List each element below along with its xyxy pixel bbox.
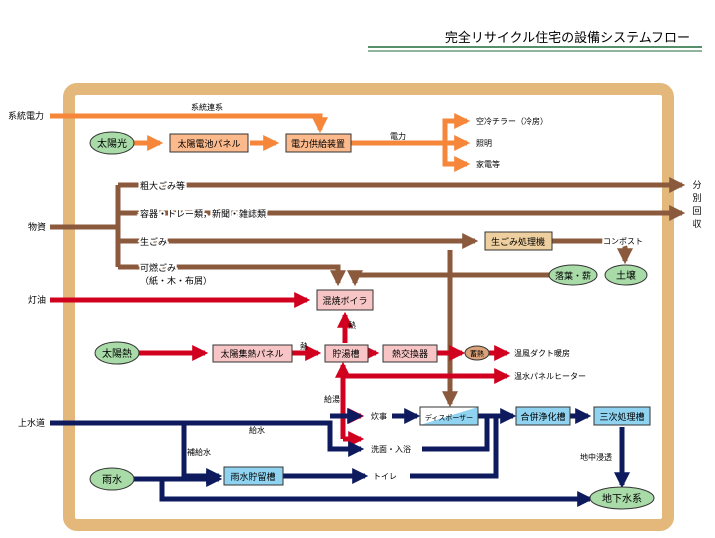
hot-tank-label: 貯湯槽 [332, 348, 359, 360]
groundwater-label: 地下水系 [602, 492, 642, 505]
compost-label: コンポスト [603, 237, 643, 246]
burnable-label: 可燃ごみ [140, 262, 176, 274]
supplementary-label: 補給水 [187, 447, 211, 457]
house-frame [63, 83, 674, 531]
bulky-label: 粗大ごみ等 [140, 180, 185, 192]
heat-label-collector: 熱 [300, 341, 308, 351]
groundwater-node [589, 486, 655, 510]
rain-label: 雨水 [102, 474, 122, 486]
heat-exchanger-label: 熱交換器 [392, 348, 428, 360]
power-supply-label: 電力供給装置 [291, 138, 345, 150]
compost-line [552, 238, 634, 265]
leaves-line [346, 270, 550, 287]
grid-power-line [50, 113, 329, 134]
infiltration-label: 地中浸透 [580, 452, 612, 462]
burnable-sub-label: （紙・木・布屑） [140, 275, 212, 287]
input-grid-power: 系統電力 [8, 110, 44, 122]
heat-storage-node [464, 345, 490, 361]
disposer-box [419, 406, 479, 426]
rain-tank-label: 雨水貯留槽 [230, 471, 275, 483]
page-title: 完全リサイクル住宅の設備システムフロー [445, 30, 690, 46]
washing-label: 洗面・入浴 [371, 444, 411, 454]
hot-supply-label: 給湯 [324, 394, 340, 404]
separate-collection-2: 別 [692, 193, 701, 204]
hot-air-label: 温風ダクト暖房 [514, 348, 570, 358]
boiler-box [316, 289, 374, 311]
tertiary-label: 三次処理槽 [599, 411, 644, 423]
water-main [50, 420, 365, 458]
burnable-line [118, 264, 347, 287]
input-materials: 物資 [28, 221, 46, 233]
pv-panel-label: 太陽電池パネル [177, 138, 240, 150]
water-feed-label: 給水 [249, 425, 265, 435]
separate-collection-4: 収 [692, 218, 701, 230]
solar-light-node [89, 131, 135, 155]
ac-branch [442, 112, 471, 143]
leaves-label: 落葉・薪 [555, 270, 591, 282]
septic-box [515, 406, 571, 426]
leaves-node [548, 264, 598, 286]
collector-label: 太陽集熱パネル [220, 348, 283, 360]
appliances-label: 家電等 [476, 159, 500, 169]
septic-label: 合併浄化槽 [520, 411, 565, 423]
appliance-branch [442, 143, 471, 173]
solar-heat-label: 太陽熱 [102, 347, 132, 360]
toilet-label: トイレ [373, 472, 397, 481]
toilet-to-septic [410, 418, 499, 479]
input-kerosene: 灯油 [28, 294, 46, 306]
boiler-label: 混焼ボイラ [322, 296, 367, 307]
soil-label: 土壌 [616, 269, 636, 282]
heat-label-boiler: 熱 [348, 320, 356, 330]
kitchen-waste-label: 生ごみ [140, 236, 167, 248]
hot-water-panel-label: 温水パネルヒーター [514, 371, 586, 381]
collector-box [212, 344, 293, 363]
lighting-label: 照明 [476, 139, 492, 148]
power-supply-box [285, 133, 352, 153]
pv-panel-box [169, 133, 249, 153]
rain-to-ground [159, 479, 594, 508]
ac-label: 空冷チラー（冷房） [476, 116, 548, 126]
solar-light-label: 太陽光 [97, 137, 127, 150]
grid-link-label: 系統連系 [191, 102, 223, 112]
rain-node [89, 467, 135, 491]
containers-label: 容器・トレー類，新聞・雑誌類 [140, 208, 266, 220]
disposer-label: ディスポーザー [425, 413, 473, 422]
soil-node [604, 264, 648, 286]
input-water-supply: 上水道 [18, 417, 45, 429]
food-waste-label: 生ごみ処理機 [491, 236, 545, 248]
power-label: 電力 [390, 131, 406, 141]
separate-collection-3: 回 [692, 206, 701, 217]
cooking-label: 炊事 [371, 411, 387, 421]
solar-heat-node [94, 341, 140, 365]
food-waste-box [484, 231, 553, 251]
hot-tank-box [324, 344, 369, 363]
separate-collection-1: 分 [692, 180, 701, 191]
heat-storage-label: 蓄熱 [470, 349, 484, 358]
washing-to-septic [422, 418, 490, 452]
heat-exchanger-box [382, 344, 438, 363]
rain-tank-box [223, 466, 284, 486]
tertiary-box [593, 406, 651, 426]
